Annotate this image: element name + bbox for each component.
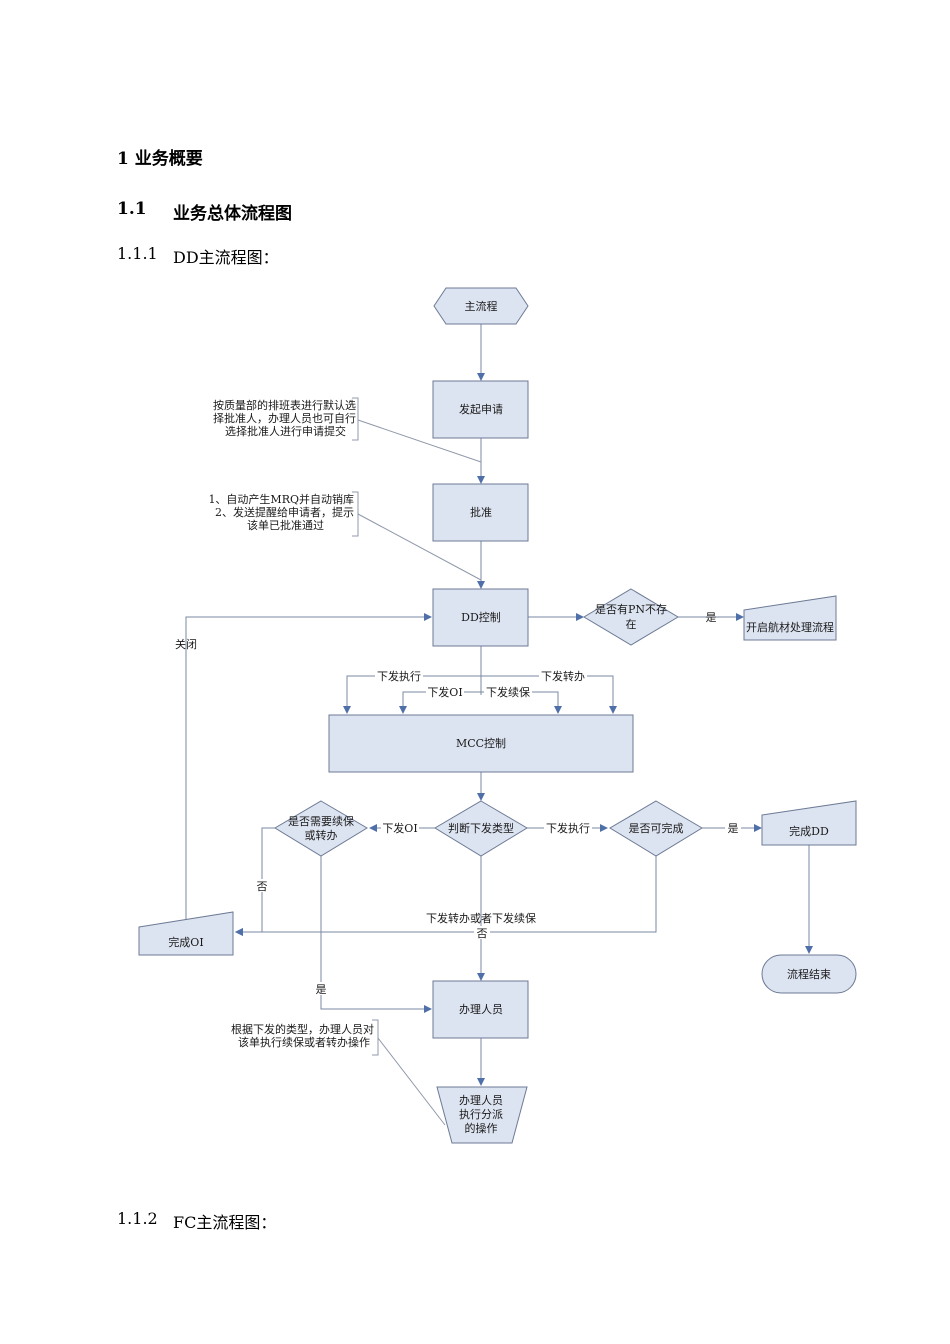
- node-dd-control: DD控制: [432, 588, 529, 647]
- subsubsection-title-fc: FC主流程图：: [173, 1213, 277, 1232]
- label-complete-yes: 是: [728, 822, 739, 835]
- node-need-renew-label-1: 是否需要续保: [288, 814, 354, 828]
- subsubsection-number-dd: 1.1.1: [117, 244, 158, 263]
- approve-note-line-2: 2、发送提醒给申请者，提示: [215, 505, 354, 519]
- node-complete-oi: 完成OI: [138, 911, 234, 956]
- node-can-complete-label: 是否可完成: [629, 821, 684, 835]
- label-issue-transfer: 下发转办: [541, 669, 585, 683]
- node-handler-label: 办理人员: [459, 1003, 503, 1016]
- node-mcc-control-label: MCC控制: [456, 736, 506, 750]
- node-open-material-label: 开启航材处理流程: [746, 620, 834, 634]
- node-start-label: 主流程: [465, 299, 498, 313]
- submit-note-line-3: 选择批准人进行申请提交: [225, 424, 346, 438]
- node-flow-end: 流程结束: [761, 954, 857, 994]
- approve-note-line-3: 该单已批准通过: [247, 518, 324, 532]
- subsection-title: 业务总体流程图: [173, 204, 292, 224]
- section-heading: 1 业务概要: [117, 149, 203, 169]
- node-complete-dd: 完成DD: [761, 800, 857, 846]
- note-leader-handler: [377, 1037, 446, 1126]
- node-need-renew: 是否需要续保 或转办: [274, 800, 368, 857]
- node-submit-label: 发起申请: [459, 402, 503, 416]
- label-renew-yes: 是: [316, 983, 327, 996]
- node-handler-assign-label-1: 办理人员: [459, 1094, 503, 1107]
- node-pn-check-label-1: 是否有PN不存: [595, 602, 667, 616]
- node-flow-end-label: 流程结束: [787, 967, 831, 981]
- node-dd-control-label: DD控制: [461, 610, 501, 624]
- edge-labels: 关闭 是 下发执行 下发转办 下发OI 下发续保 下发OI 下发执行 是 否 下…: [175, 611, 741, 996]
- node-need-renew-label-2: 或转办: [305, 828, 338, 842]
- label-issue-oi: 下发OI: [427, 685, 462, 699]
- node-open-material: 开启航材处理流程: [743, 595, 837, 641]
- note-leader-approve: [357, 513, 482, 581]
- node-handler: 办理人员: [432, 980, 529, 1039]
- node-submit: 发起申请: [432, 380, 529, 439]
- node-pn-check-label-2: 在: [626, 618, 637, 631]
- node-complete-oi-label: 完成OI: [168, 935, 203, 949]
- node-judge-type: 判断下发类型: [434, 800, 528, 857]
- handler-note-line-2: 该单执行续保或者转办操作: [238, 1035, 370, 1049]
- subsubsection-title-dd: DD主流程图：: [173, 248, 279, 267]
- label-judge-left: 下发OI: [382, 821, 417, 835]
- edge-issue-transfer: [481, 675, 617, 714]
- edge-close-loop: [185, 613, 432, 920]
- approve-note-line-1: 1、自动产生MRQ并自动销库: [208, 492, 354, 506]
- label-issue-renew: 下发续保: [486, 685, 530, 699]
- label-transfer-or-renew: 下发转办或者下发续保: [426, 911, 536, 925]
- node-pn-check: 是否有PN不存 在: [583, 588, 679, 646]
- label-issue-execute: 下发执行: [377, 669, 421, 683]
- label-judge-right: 下发执行: [546, 821, 590, 835]
- edge-complete-no: [235, 856, 657, 936]
- label-pn-yes: 是: [706, 611, 717, 624]
- callout-texts: 按质量部的排班表进行默认选 择批准人，办理人员也可自行 选择批准人进行申请提交 …: [208, 398, 374, 1049]
- label-complete-no: 否: [477, 927, 488, 940]
- node-approve-label: 批准: [470, 505, 492, 519]
- callouts: [352, 397, 482, 1126]
- node-complete-dd-label: 完成DD: [789, 824, 829, 838]
- node-can-complete: 是否可完成: [609, 800, 703, 857]
- label-close: 关闭: [175, 637, 197, 651]
- edge-issue-execute: [343, 675, 481, 714]
- label-renew-no: 否: [257, 880, 268, 893]
- subsubsection-number-fc: 1.1.2: [117, 1209, 158, 1228]
- subsection-number: 1.1: [117, 199, 147, 219]
- edge-renew-yes: [320, 856, 432, 1013]
- note-leader-submit: [357, 419, 482, 463]
- node-judge-type-label: 判断下发类型: [448, 821, 514, 835]
- submit-note-line-1: 按质量部的排班表进行默认选: [213, 398, 356, 412]
- submit-note-line-2: 择批准人，办理人员也可自行: [213, 411, 356, 425]
- note-bracket-handler: [372, 1019, 379, 1056]
- note-bracket-submit: [352, 397, 359, 441]
- node-mcc-control: MCC控制: [328, 714, 634, 773]
- node-start: 主流程: [433, 287, 529, 325]
- node-handler-assign-label-2: 执行分派: [459, 1107, 503, 1121]
- node-handler-assign: 办理人员 执行分派 的操作: [436, 1086, 528, 1144]
- handler-note-line-1: 根据下发的类型，办理人员对: [231, 1022, 374, 1036]
- node-approve: 批准: [432, 483, 529, 542]
- node-handler-assign-label-3: 的操作: [465, 1121, 498, 1135]
